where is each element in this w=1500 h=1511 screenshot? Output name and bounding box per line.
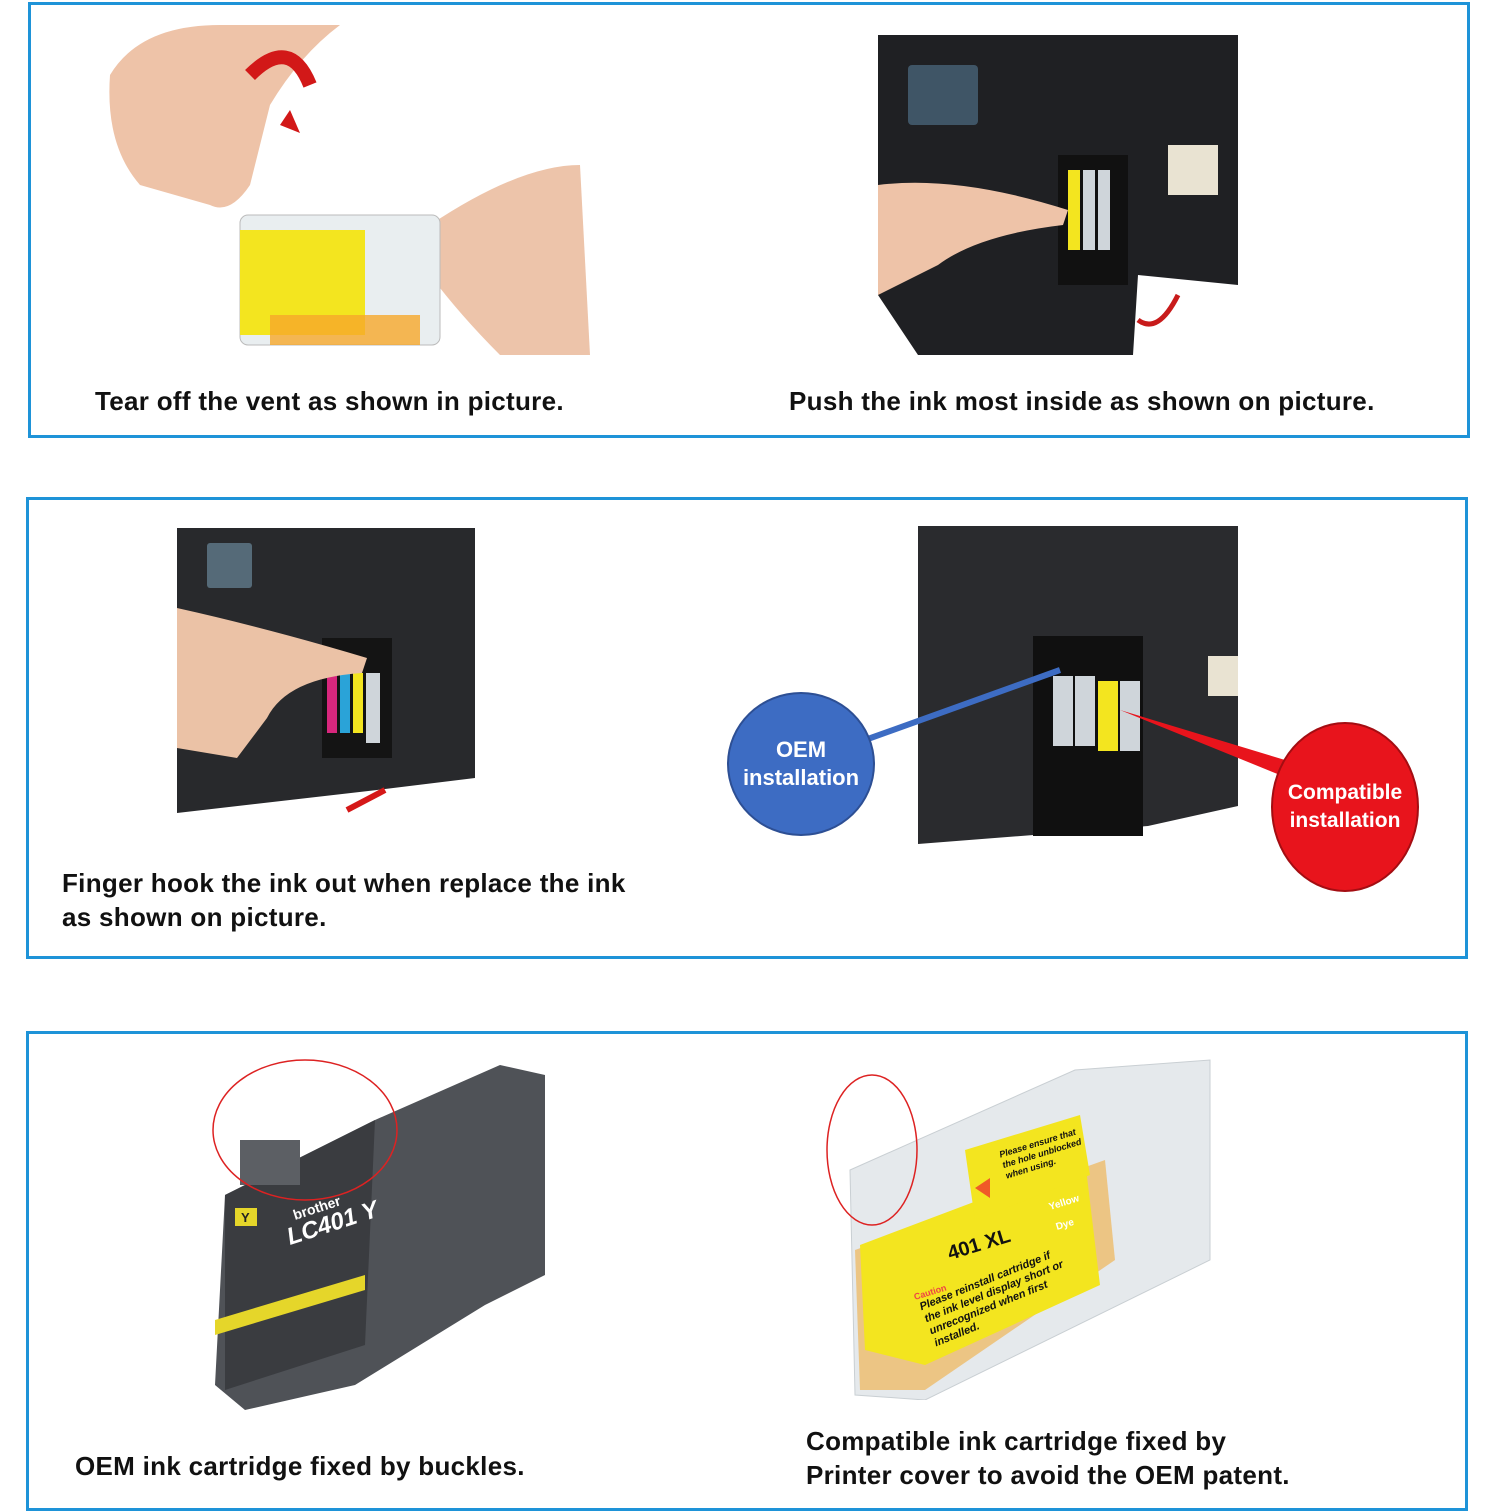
compatible-installation-label: Compatible installation (1271, 722, 1419, 892)
installation-comparison-photo (918, 526, 1238, 844)
step-1-caption: Tear off the vent as shown in picture. (95, 386, 564, 416)
finger-hook-printer-photo (177, 528, 475, 813)
oem-cartridge-caption: OEM ink cartridge fixed by buckles. (75, 1451, 525, 1481)
step-3-caption-line-1: Finger hook the ink out when replace the… (62, 868, 626, 898)
tear-vent-photo (109, 25, 590, 355)
step-3-caption-line-2: as shown on picture. (62, 902, 327, 932)
compatible-label-line-1: Compatible (1287, 781, 1403, 804)
compatible-cartridge-photo: 401 XL Yellow Dye Caution (826, 1059, 1211, 1400)
oem-label-line-2: installation (742, 765, 860, 790)
oem-cartridge-photo: Y LC401 Y brother (212, 1059, 545, 1410)
push-ink-printer-photo (878, 35, 1238, 355)
compatible-label-type: Dye (1055, 1217, 1076, 1233)
pointer-lines (863, 667, 1285, 775)
oem-label-line-1: OEM (775, 737, 827, 762)
step-2-caption: Push the ink most inside as shown on pic… (789, 386, 1375, 416)
compatible-label-line-2: installation (1289, 809, 1401, 832)
compatible-cartridge-caption-line-1: Compatible ink cartridge fixed by (806, 1426, 1227, 1456)
compatible-cartridge-caption-line-2: Printer cover to avoid the OEM patent. (806, 1460, 1290, 1490)
oem-installation-label: OEM installation (727, 692, 875, 836)
oem-color-code: Y (241, 1210, 250, 1225)
